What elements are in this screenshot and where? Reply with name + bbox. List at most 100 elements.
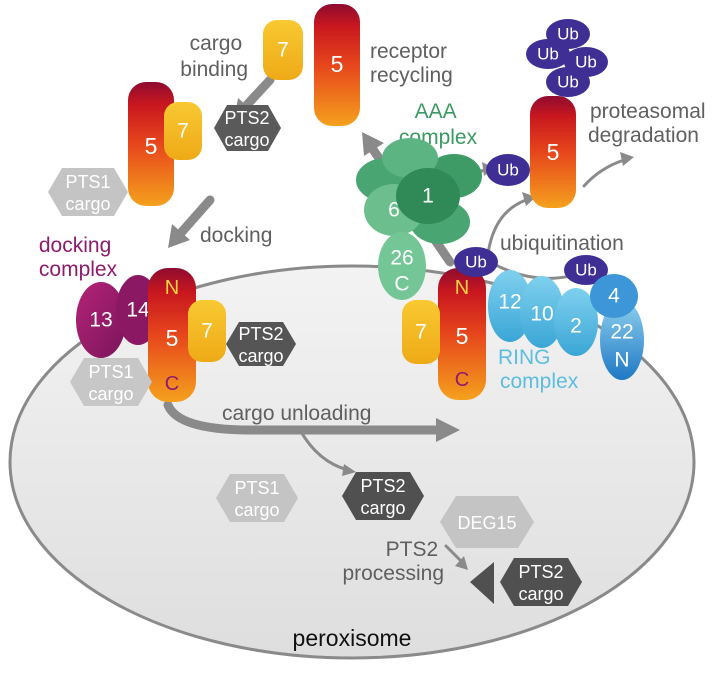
peroxisome-label: peroxisome: [293, 625, 412, 651]
polyubiquitin-chain: Ub Ub Ub Ub: [526, 19, 608, 97]
ub-on-pex5: Ub: [454, 247, 498, 277]
pts1-cargo-docked: PTS1 cargo: [70, 358, 152, 406]
svg-text:PTS2: PTS2: [224, 108, 269, 128]
svg-text:N: N: [165, 277, 179, 299]
docking-arrow: [175, 195, 215, 239]
svg-text:5: 5: [547, 139, 560, 165]
svg-text:Ub: Ub: [557, 73, 579, 92]
svg-text:Ub: Ub: [575, 53, 597, 72]
svg-text:7: 7: [177, 120, 189, 143]
svg-text:5: 5: [331, 51, 344, 77]
degradation-arrowhead: [522, 192, 536, 206]
pex5-docked: N 5 C: [148, 268, 196, 402]
pts2-cargo-docked: PTS2 cargo: [226, 322, 296, 366]
docking-label: docking: [200, 224, 272, 247]
pex13: 13: [76, 282, 126, 358]
cargo-binding-arrow: [239, 75, 275, 113]
svg-text:5: 5: [166, 325, 179, 351]
svg-text:cargo: cargo: [224, 130, 269, 150]
svg-text:Ub: Ub: [537, 45, 559, 64]
svg-text:10: 10: [530, 303, 553, 326]
svg-text:cargo: cargo: [88, 384, 133, 404]
svg-text:N: N: [455, 277, 469, 299]
svg-text:4: 4: [608, 285, 620, 308]
pex5-cytosolic: 5: [128, 82, 174, 206]
svg-text:7: 7: [201, 320, 213, 343]
cargo-binding-label: cargo binding: [180, 32, 248, 81]
pex7-cytosolic: 7: [164, 102, 202, 160]
pex7-docked: 7: [188, 300, 226, 362]
svg-text:7: 7: [277, 39, 289, 62]
svg-text:cargo: cargo: [518, 584, 563, 604]
svg-text:6: 6: [388, 199, 400, 222]
cargo-release-arrow: [298, 428, 350, 472]
pex10: 10: [520, 276, 564, 348]
svg-text:DEG15: DEG15: [457, 513, 516, 533]
svg-text:Ub: Ub: [557, 25, 579, 44]
svg-text:PTS1: PTS1: [65, 172, 110, 192]
degradation-arrow: [486, 198, 528, 256]
receptor-recycling-arrowhead: [362, 132, 384, 156]
pex22: 22 N: [600, 300, 644, 380]
pex5-membrane: N 5 C: [438, 268, 486, 400]
svg-text:PTS1: PTS1: [88, 362, 133, 382]
svg-text:PTS2: PTS2: [238, 324, 283, 344]
pex7-membrane: 7: [402, 300, 440, 364]
ubiquitination-label: ubiquitination: [500, 232, 624, 255]
pex7-free: 7: [263, 20, 303, 80]
svg-text:cargo: cargo: [360, 498, 405, 518]
svg-text:cargo: cargo: [234, 500, 279, 520]
svg-text:26: 26: [390, 247, 413, 270]
pex2: 2: [554, 288, 598, 356]
svg-text:PTS2: PTS2: [360, 476, 405, 496]
svg-text:12: 12: [498, 291, 521, 314]
cargo-unloading-arrow: [163, 400, 445, 435]
svg-text:Ub: Ub: [465, 253, 487, 272]
docking-arrowhead: [168, 224, 190, 248]
pex5-ubiquitinated: 5: [530, 96, 576, 208]
proteasome-arrowhead: [620, 152, 634, 166]
pex4: 4: [590, 274, 638, 318]
svg-text:PTS2: PTS2: [518, 562, 563, 582]
svg-text:C: C: [165, 373, 179, 395]
svg-text:1: 1: [422, 185, 434, 208]
pts2-cargo-matrix: PTS2 cargo: [342, 472, 424, 520]
pts2-cargo-processed: PTS2 cargo: [470, 558, 582, 606]
cargo-unloading-label: cargo unloading: [222, 402, 371, 425]
pts2-cargo-cytosolic: PTS2 cargo: [214, 105, 281, 151]
svg-text:cargo: cargo: [238, 346, 283, 366]
svg-text:PTS1: PTS1: [234, 478, 279, 498]
svg-text:Ub: Ub: [497, 161, 519, 180]
svg-text:22: 22: [610, 321, 633, 344]
svg-text:13: 13: [89, 309, 112, 332]
docking-complex-label: docking complex: [39, 234, 118, 281]
svg-text:2: 2: [570, 315, 582, 338]
ub-released: Ub: [486, 154, 530, 186]
proteasome-arrow: [582, 158, 626, 188]
pts1-cargo-cytosolic: PTS1 cargo: [48, 168, 128, 216]
svg-text:Ub: Ub: [575, 261, 597, 280]
pex12: 12: [488, 270, 532, 342]
svg-text:5: 5: [145, 133, 158, 159]
pex5-recycling: 5: [314, 4, 360, 126]
svg-text:C: C: [394, 273, 409, 296]
svg-text:N: N: [614, 349, 629, 372]
pts1-cargo-matrix: PTS1 cargo: [216, 474, 298, 522]
pts2-processing-label: PTS2 processing: [342, 538, 444, 585]
cargo-unloading-arrowhead: [436, 418, 460, 442]
proteasomal-degradation-label: proteasomal degradation: [588, 100, 711, 147]
svg-text:5: 5: [456, 323, 469, 349]
pts2-processing-arrowhead: [455, 556, 468, 570]
svg-text:14: 14: [126, 299, 150, 322]
ub-on-pex4: Ub: [564, 255, 608, 285]
pts2-processing-arrow: [444, 544, 464, 564]
receptor-recycling-label: receptor recycling: [370, 40, 453, 87]
svg-text:7: 7: [415, 321, 427, 344]
cargo-release-arrowhead: [342, 464, 356, 476]
pex26: 26 C: [378, 232, 426, 300]
deg15: DEG15: [440, 496, 534, 548]
pex1: 1: [396, 168, 460, 224]
svg-text:C: C: [455, 369, 469, 391]
svg-text:cargo: cargo: [65, 194, 110, 214]
